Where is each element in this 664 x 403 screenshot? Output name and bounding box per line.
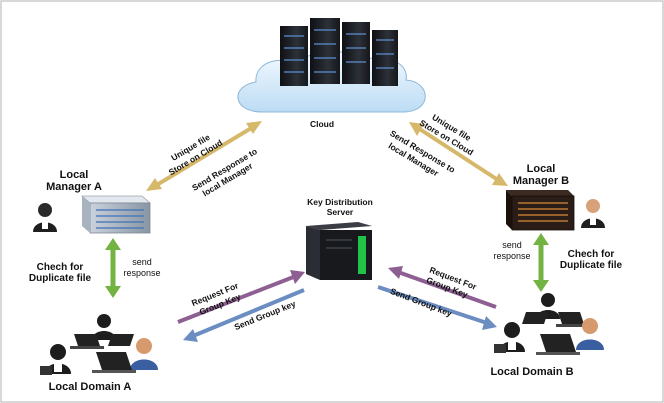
arrow-manager-b-domain-b — [533, 233, 549, 292]
arrow-manager-a-domain-a — [105, 238, 121, 298]
b-response-line2: response — [493, 251, 530, 261]
arrow-domain-a-request-key — [177, 270, 305, 324]
b-response-line1: send — [502, 240, 522, 250]
server-icon — [80, 195, 152, 234]
manager-b-label-line2: Manager B — [513, 175, 569, 187]
arrow-manager-a-cloud — [146, 121, 262, 191]
manager-b-label-line1: Local — [527, 163, 556, 175]
tower-server-icon — [306, 222, 372, 280]
key-server-label-line2: Server — [327, 207, 354, 217]
domain-a-label: Local Domain A — [49, 381, 132, 393]
user-icon — [92, 338, 158, 373]
arrow-key-send-domain-a — [183, 288, 305, 342]
a-response-line2: response — [123, 268, 160, 278]
b-check-line1: Chech for — [568, 249, 615, 260]
user-with-laptop-icon — [522, 293, 590, 327]
arrow-key-send-domain-b — [377, 285, 497, 330]
local-domain-a: Local Domain A — [40, 314, 158, 393]
server-icon — [506, 190, 575, 231]
user-icon — [536, 318, 604, 355]
key-distribution-server: Key Distribution Server — [306, 197, 373, 280]
domain-b-label: Local Domain B — [490, 366, 573, 378]
a-check-line2: Duplicate file — [29, 273, 92, 284]
person-icon — [33, 203, 57, 232]
b-check-line2: Duplicate file — [560, 260, 623, 271]
manager-a-label-line1: Local — [60, 169, 89, 181]
arrow-domain-b-request-key — [388, 266, 497, 309]
key-server-label-line1: Key Distribution — [307, 197, 373, 207]
cloud-server-racks — [280, 18, 398, 86]
person-icon — [581, 199, 605, 228]
arrow-cloud-manager-b — [409, 122, 508, 186]
local-domain-b: Local Domain B — [490, 293, 604, 378]
user-headset-icon — [494, 322, 525, 353]
local-manager-b: Local Manager B Unique file Store on Clo… — [387, 112, 623, 271]
a-response-line1: send — [132, 257, 152, 267]
cloud-label: Cloud — [310, 119, 334, 129]
manager-a-label-line2: Manager A — [46, 181, 102, 193]
a-check-line1: Chech for — [37, 262, 84, 273]
user-with-laptop-icon — [70, 314, 134, 349]
cloud-storage: Cloud — [237, 18, 426, 129]
user-headset-icon — [40, 344, 71, 375]
